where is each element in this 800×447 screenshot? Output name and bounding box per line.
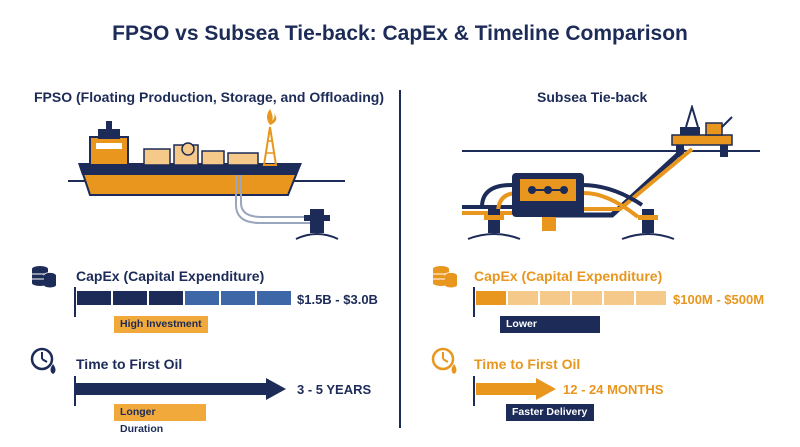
capex-bar-segment — [221, 291, 255, 305]
panel-divider — [399, 90, 401, 428]
capex-bar-segment — [257, 291, 291, 305]
subsea-time-value: 12 - 24 MONTHS — [563, 382, 664, 397]
subsea-capex-tag: Lower Investment — [500, 316, 600, 347]
subsea-capex-label: CapEx (Capital Expenditure) — [474, 268, 663, 284]
capex-bar-segment — [476, 291, 506, 305]
fpso-illustration — [68, 109, 345, 240]
fpso-heading: FPSO (Floating Production, Storage, and … — [34, 89, 384, 105]
clock-drop-icon — [431, 347, 457, 374]
capex-bar-segment — [508, 291, 538, 305]
fpso-capex-axis — [74, 287, 76, 317]
subsea-time-label: Time to First Oil — [474, 356, 581, 372]
capex-bar-segment — [636, 291, 666, 305]
capex-bar-segment — [540, 291, 570, 305]
fpso-capex-value: $1.5B - $3.0B — [297, 292, 378, 307]
subsea-capex-axis — [473, 287, 475, 317]
fpso-capex-tag: High Investment — [114, 316, 208, 333]
fpso-capex-bar — [77, 291, 293, 305]
coins-icon — [32, 266, 57, 288]
capex-bar-segment — [149, 291, 183, 305]
page-title: FPSO vs Subsea Tie-back: CapEx & Timelin… — [112, 22, 688, 45]
fpso-time-arrow — [76, 378, 286, 400]
fpso-time-tag: Longer Duration — [114, 404, 206, 435]
capex-bar-segment — [113, 291, 147, 305]
capex-bar-segment — [77, 291, 111, 305]
subsea-time-tag: Faster Delivery — [506, 404, 594, 421]
coins-icon — [433, 266, 458, 288]
capex-bar-segment — [185, 291, 219, 305]
subsea-heading: Subsea Tie-back — [537, 89, 648, 105]
subsea-illustration — [462, 105, 760, 240]
capex-bar-segment — [604, 291, 634, 305]
fpso-time-axis — [74, 376, 76, 406]
fpso-capex-label: CapEx (Capital Expenditure) — [76, 268, 265, 284]
capex-bar-segment — [572, 291, 602, 305]
subsea-time-axis — [473, 376, 475, 406]
subsea-time-arrow — [476, 378, 556, 400]
subsea-capex-bar — [476, 291, 668, 305]
fpso-time-label: Time to First Oil — [76, 356, 183, 372]
clock-drop-icon — [30, 347, 56, 374]
fpso-time-value: 3 - 5 YEARS — [297, 382, 372, 397]
subsea-capex-value: $100M - $500M — [673, 292, 765, 307]
